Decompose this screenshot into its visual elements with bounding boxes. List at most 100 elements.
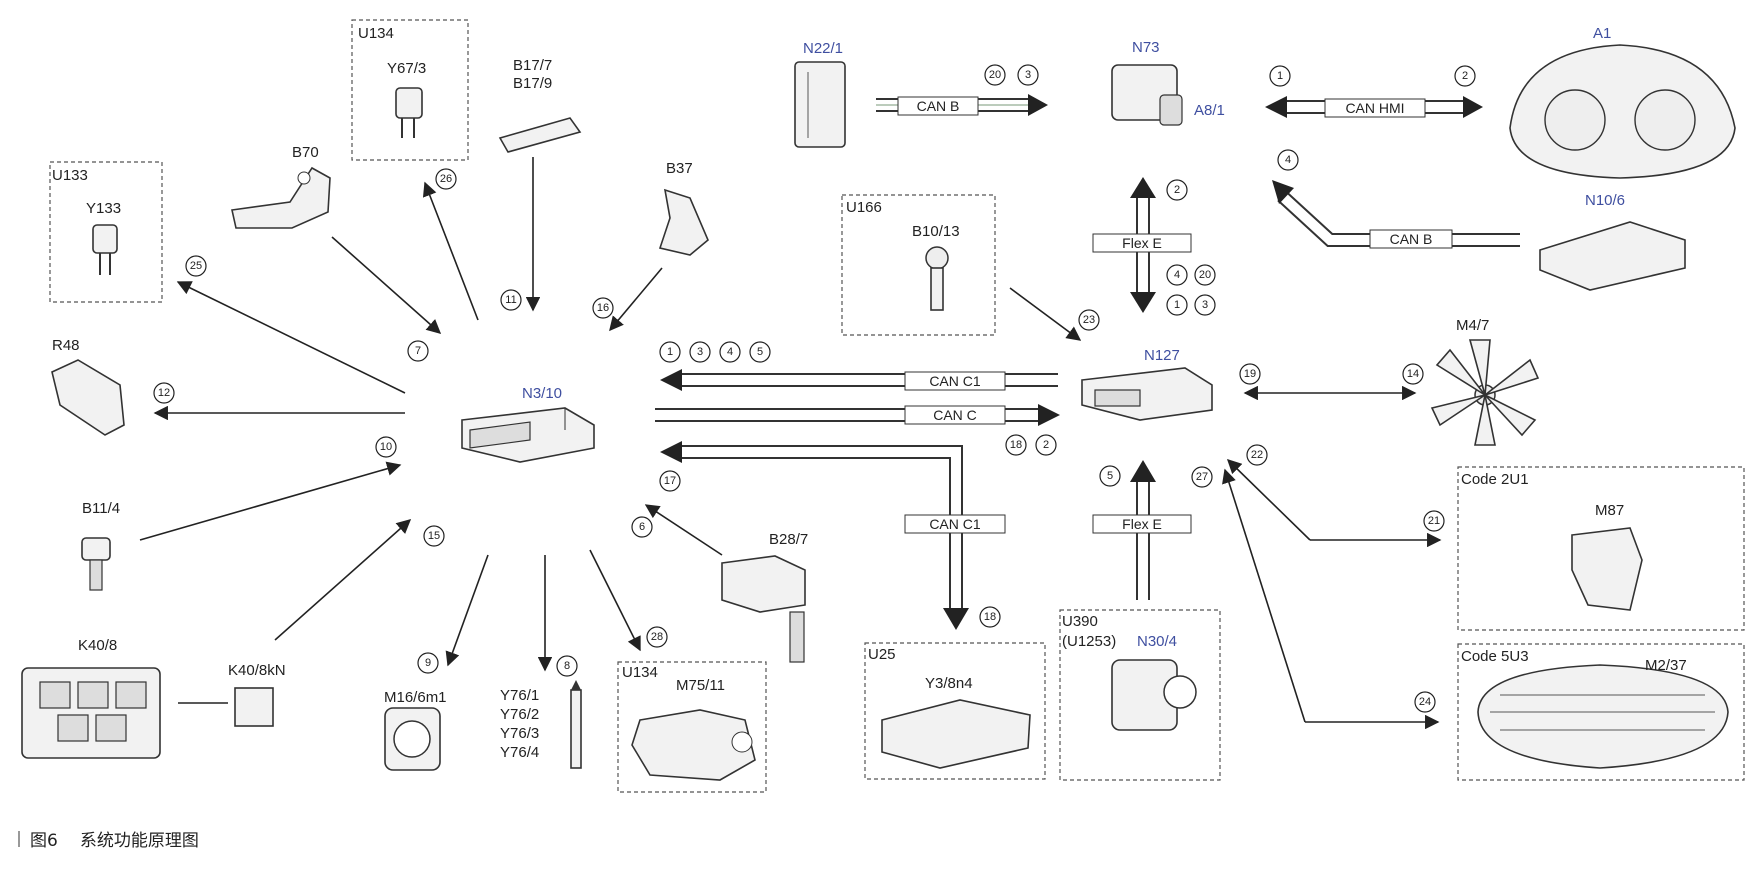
- bus-label-can-c1-top: CAN C1: [929, 373, 981, 389]
- svg-text:18: 18: [984, 611, 996, 623]
- bus-label-flex-e-top: Flex E: [1122, 235, 1162, 251]
- marker: 3: [1194, 294, 1216, 316]
- sensor-b28-7-drawing: [721, 555, 806, 663]
- label-n22-1: N22/1: [803, 40, 843, 57]
- svg-text:2: 2: [1462, 70, 1468, 82]
- svg-text:5: 5: [757, 346, 763, 358]
- label-y3-8n4: Y3/8n4: [925, 675, 973, 692]
- svg-text:8: 8: [564, 660, 570, 672]
- n22-1-module-drawing: [794, 61, 846, 148]
- svg-text:16: 16: [597, 302, 609, 314]
- label-k40-8: K40/8: [78, 637, 117, 654]
- marker: 4: [719, 341, 741, 363]
- instrument-cluster-a1-drawing: [1509, 44, 1736, 179]
- box-u133: [49, 161, 163, 303]
- fan-m4-7-drawing: [1430, 339, 1540, 446]
- bus-label-flex-e-bottom: Flex E: [1122, 516, 1162, 532]
- box-label-code-2u1: Code 2U1: [1461, 471, 1529, 488]
- label-m2-37: M2/37: [1645, 657, 1687, 674]
- marker: 3: [689, 341, 711, 363]
- label-n30-4: N30/4: [1137, 633, 1177, 650]
- label-y67-3: Y67/3: [387, 60, 426, 77]
- bus-label-can-c1-bottom: CAN C1: [929, 516, 981, 532]
- svg-text:1: 1: [667, 346, 673, 358]
- label-n3-10: N3/10: [522, 385, 562, 402]
- label-m4-7: M4/7: [1456, 317, 1489, 334]
- svg-text:19: 19: [1244, 368, 1256, 380]
- label-k40-8kn: K40/8kN: [228, 662, 286, 679]
- fuse-box-k40-8-drawing: [21, 667, 161, 759]
- svg-text:7: 7: [415, 345, 421, 357]
- svg-text:15: 15: [428, 530, 440, 542]
- label-a1: A1: [1593, 25, 1611, 42]
- sensor-b70-drawing: [231, 166, 331, 229]
- throttle-m16-6m1-drawing: [384, 707, 441, 771]
- control-unit-n127-drawing: [1081, 367, 1213, 421]
- svg-text:3: 3: [1202, 299, 1208, 311]
- label-y76-2: Y76/2: [500, 706, 539, 723]
- svg-text:5: 5: [1107, 470, 1113, 482]
- valve-y67-3-drawing: [395, 87, 423, 138]
- svg-text:4: 4: [1285, 154, 1291, 166]
- label-a8-1: A8/1: [1194, 102, 1225, 119]
- marker: 27: [1191, 466, 1213, 488]
- marker: 17: [659, 470, 681, 492]
- box-label-u134-top: U134: [358, 25, 394, 42]
- svg-text:20: 20: [1199, 269, 1211, 281]
- marker: 20: [1194, 264, 1216, 286]
- marker: 16: [592, 297, 614, 319]
- label-b11-4: B11/4: [82, 500, 120, 517]
- bus-label-can-c: CAN C: [933, 407, 977, 423]
- box-label-u133: U133: [52, 167, 88, 184]
- svg-text:3: 3: [697, 346, 703, 358]
- svg-text:4: 4: [727, 346, 733, 358]
- label-y76-1: Y76/1: [500, 687, 539, 704]
- svg-text:25: 25: [190, 260, 202, 272]
- valve-y133-drawing: [92, 224, 118, 275]
- svg-text:17: 17: [664, 475, 676, 487]
- caption-title: 系统功能原理图: [79, 831, 199, 851]
- label-b10-13: B10/13: [912, 223, 960, 240]
- svg-text:18: 18: [1010, 439, 1022, 451]
- label-b70: B70: [292, 144, 319, 161]
- box-label-u1253: (U1253): [1062, 633, 1116, 650]
- marker: 9: [417, 652, 439, 674]
- box-u25: [864, 642, 1046, 780]
- grille-m2-37-drawing: [1477, 664, 1729, 769]
- svg-text:23: 23: [1083, 314, 1095, 326]
- box-label-code-5u3: Code 5U3: [1461, 648, 1529, 665]
- label-r48: R48: [52, 337, 80, 354]
- marker: 12: [153, 382, 175, 404]
- marker: 15: [423, 525, 445, 547]
- bus-label-can-b-top: CAN B: [917, 98, 960, 114]
- marker: 1: [1269, 65, 1291, 87]
- n10-6-module-drawing: [1539, 221, 1686, 291]
- svg-text:28: 28: [651, 631, 663, 643]
- box-code-2u1: [1457, 466, 1745, 631]
- svg-text:11: 11: [505, 294, 516, 306]
- marker: 20: [984, 64, 1006, 86]
- marker: 5: [1099, 465, 1121, 487]
- box-code-5u3: [1457, 643, 1745, 781]
- marker: 3: [1017, 64, 1039, 86]
- box-u166: [841, 194, 996, 336]
- svg-text:2: 2: [1043, 439, 1049, 451]
- marker: 1: [659, 341, 681, 363]
- sensor-b37-drawing: [658, 188, 709, 256]
- svg-text:6: 6: [639, 521, 645, 533]
- marker: 19: [1239, 363, 1261, 385]
- injector-y76-drawing: [570, 680, 582, 769]
- marker: 7: [407, 340, 429, 362]
- unit-n30-4-drawing: [1111, 659, 1197, 731]
- figure-caption: 图6 系统功能原理图: [18, 826, 199, 851]
- label-b28-7: B28/7: [769, 531, 808, 548]
- valve-body-y3-8n4-drawing: [881, 699, 1031, 769]
- box-label-u25: U25: [868, 646, 896, 663]
- box-label-u134-bottom: U134: [622, 664, 658, 681]
- marker: 4: [1277, 149, 1299, 171]
- pump-m75-11-drawing: [631, 709, 756, 781]
- label-n127: N127: [1144, 347, 1180, 364]
- bus-label-can-hmi: CAN HMI: [1345, 100, 1404, 116]
- marker: 8: [556, 655, 578, 677]
- box-u390: [1059, 609, 1221, 781]
